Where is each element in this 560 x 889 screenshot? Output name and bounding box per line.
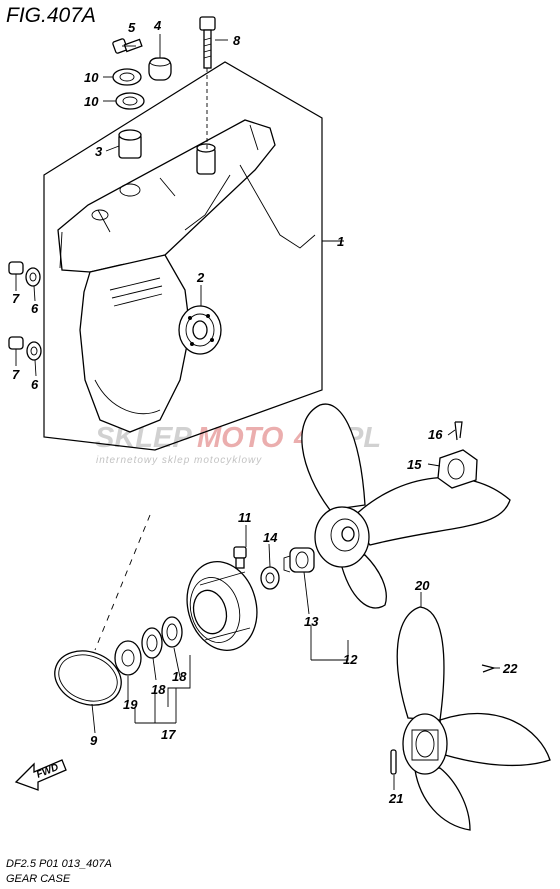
callout-18a: 18: [151, 682, 166, 697]
gasket-part-6b: [26, 341, 42, 361]
callout-5: 5: [128, 20, 136, 35]
gear-case-housing: [57, 119, 316, 433]
seal-part-18b: [161, 616, 183, 648]
callout-13: 13: [304, 614, 319, 629]
callout-6b: 6: [31, 377, 39, 392]
callout-21: 21: [388, 791, 403, 806]
callout-1: 1: [337, 234, 344, 249]
bolt-part-8: [199, 16, 216, 69]
callout-14: 14: [263, 530, 278, 545]
watermark-tagline: internetowy sklep motocyklowy: [96, 455, 262, 466]
drain-screw-part-7a: [8, 261, 24, 275]
footer-code: DF2.5 P01 013_407A: [6, 858, 112, 870]
seal-part-18a: [141, 627, 163, 659]
grommet-part-4: [148, 57, 172, 81]
callout-20: 20: [414, 578, 430, 593]
callout-9: 9: [90, 733, 98, 748]
footer-caption: GEAR CASE: [6, 873, 71, 885]
shear-pin-part-21: [390, 749, 397, 775]
cotter-pin-part-22: [481, 664, 497, 673]
callout-22: 22: [502, 661, 518, 676]
callout-10b: 10: [84, 94, 99, 109]
callout-12: 12: [343, 652, 358, 667]
leader-lines: [15, 34, 500, 790]
drain-screw-part-7b: [8, 336, 24, 350]
propeller-part-12: [301, 403, 511, 609]
callout-19: 19: [123, 697, 138, 712]
callout-10a: 10: [84, 70, 99, 85]
callout-3: 3: [95, 144, 103, 159]
cotter-pin-part-16: [454, 421, 463, 441]
callout-15: 15: [407, 457, 422, 472]
callout-6a: 6: [31, 301, 39, 316]
assembly-guide-line: [94, 514, 151, 651]
callout-18b: 18: [172, 669, 187, 684]
oil-seal-part-10a: [112, 68, 142, 86]
bushing-part-3: [118, 129, 142, 159]
propeller-part-20: [396, 606, 551, 831]
o-ring-part-9: [54, 650, 122, 706]
oil-seal-part-10b: [115, 92, 145, 110]
propeller-shaft-housing: [186, 561, 258, 651]
bolt-part-5: [112, 38, 143, 54]
washer-part-14: [260, 566, 280, 590]
callout-17: 17: [161, 727, 176, 742]
bearing-part-19: [114, 640, 142, 676]
forward-direction-arrow: FWD: [14, 759, 67, 791]
callout-7b: 7: [12, 367, 20, 382]
watermark: SKLEP MOTO 46 .PL internetowy sklep moto…: [95, 422, 381, 466]
ball-bearing-part-2: [178, 305, 222, 355]
bushing-part-13: [283, 547, 315, 573]
propeller-nut-part-15: [437, 449, 478, 489]
callout-2: 2: [196, 270, 205, 285]
callout-8: 8: [233, 33, 241, 48]
figure-title: FIG.407A: [6, 4, 96, 27]
callout-7a: 7: [12, 291, 20, 306]
gear-case-assembly-frame: [43, 61, 323, 451]
callout-4: 4: [153, 18, 162, 33]
bolt-part-11: [233, 546, 247, 569]
callout-16: 16: [428, 427, 443, 442]
callout-11: 11: [238, 510, 252, 525]
gasket-part-6a: [25, 267, 41, 287]
watermark-brand-2: MOTO: [197, 422, 284, 454]
